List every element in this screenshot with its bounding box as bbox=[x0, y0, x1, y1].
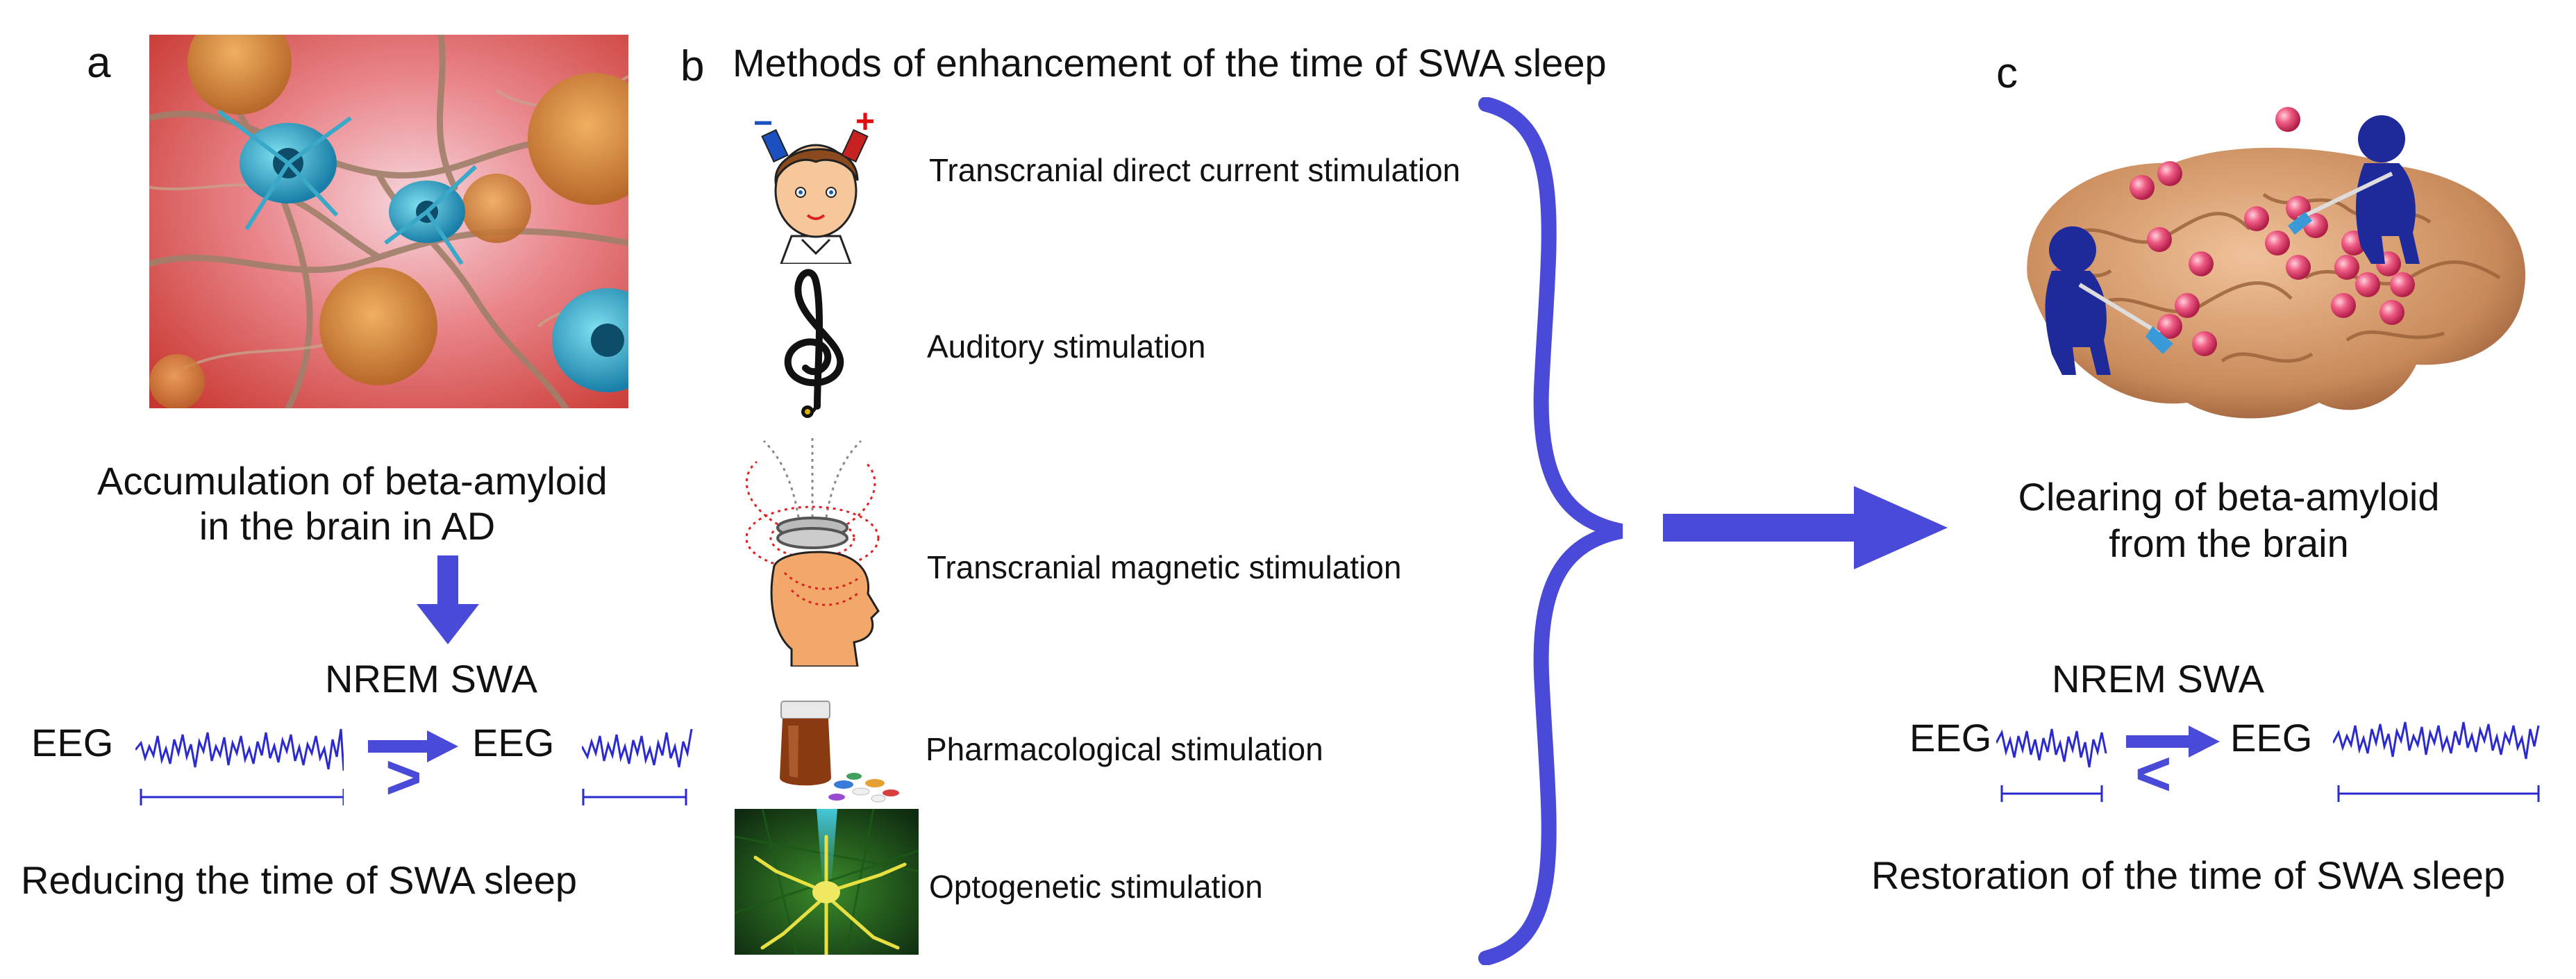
less-than-symbol: < bbox=[2135, 739, 2172, 809]
nrem-swa-label-right: NREM SWA bbox=[2052, 657, 2264, 701]
neuron-light-icon bbox=[735, 809, 919, 955]
electrode-minus: − bbox=[753, 105, 773, 142]
eeg-label-a-left: EEG bbox=[31, 721, 114, 764]
restoration-caption: Restoration of the time of SWA sleep bbox=[1871, 853, 2506, 897]
panel-b-letter: b bbox=[680, 42, 705, 90]
electrode-plus: + bbox=[855, 103, 876, 140]
method-label-tdcs: Transcranial direct current stimulation bbox=[929, 152, 1461, 188]
head-magnetic-coil-icon bbox=[736, 434, 885, 667]
right-arrow-c bbox=[2126, 724, 2220, 759]
eeg-trace-long-c bbox=[2333, 705, 2541, 809]
right-arrow-a bbox=[368, 729, 458, 764]
eeg-trace-long-a bbox=[135, 715, 344, 812]
eeg-label-c-right: EEG bbox=[2230, 716, 2313, 760]
eeg-trace-short-c bbox=[1996, 712, 2107, 809]
clearing-caption-line1: Clearing of beta-amyloid bbox=[2018, 475, 2440, 519]
treble-clef-earphone-icon bbox=[767, 267, 858, 420]
panel-c-letter: c bbox=[1996, 49, 2018, 97]
down-arrow bbox=[413, 555, 483, 646]
neurons-amyloid-illustration bbox=[149, 35, 628, 408]
accumulation-caption-line2: in the brain in AD bbox=[199, 504, 496, 548]
eeg-trace-short-a bbox=[582, 715, 693, 812]
method-label-auditory: Auditory stimulation bbox=[927, 328, 1206, 365]
curly-brace bbox=[1472, 97, 1646, 965]
brain-cleaning-illustration bbox=[2014, 97, 2541, 437]
boy-face-electrodes-icon bbox=[753, 115, 878, 264]
nrem-swa-label-left: NREM SWA bbox=[325, 657, 537, 701]
main-right-arrow bbox=[1663, 486, 1948, 569]
method-label-optogenetic: Optogenetic stimulation bbox=[929, 869, 1263, 905]
greater-than-symbol: > bbox=[385, 743, 422, 812]
clearing-caption-line2: from the brain bbox=[2109, 521, 2349, 565]
method-label-tms: Transcranial magnetic stimulation bbox=[927, 549, 1402, 585]
method-label-pharmacological: Pharmacological stimulation bbox=[926, 731, 1323, 767]
pill-bottle-icon bbox=[767, 694, 906, 805]
accumulation-caption-line1: Accumulation of beta-amyloid bbox=[97, 459, 608, 503]
panel-a-letter: a bbox=[87, 39, 111, 87]
eeg-label-c-left: EEG bbox=[1909, 716, 1992, 760]
panel-b-title: Methods of enhancement of the time of SW… bbox=[733, 41, 1607, 85]
reducing-caption: Reducing the time of SWA sleep bbox=[21, 858, 578, 902]
eeg-label-a-right: EEG bbox=[472, 721, 555, 764]
